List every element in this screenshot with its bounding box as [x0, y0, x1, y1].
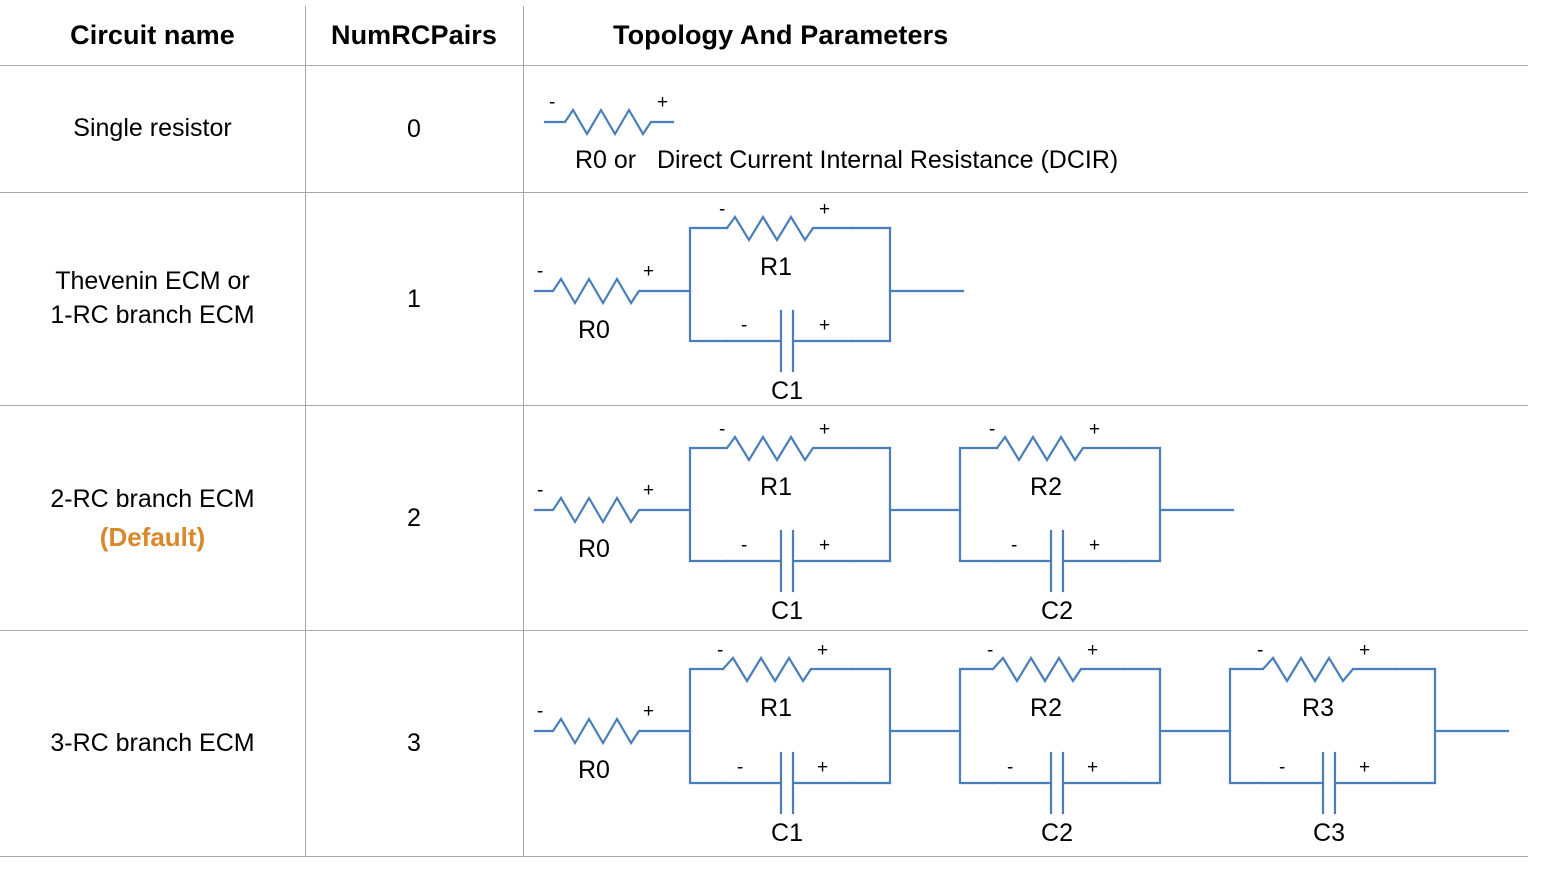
- row-0-num-rc-pairs: 0: [407, 114, 421, 143]
- column-divider-2: [523, 6, 524, 856]
- rc-branch-2: - + R2 - + C2: [958, 640, 1232, 847]
- row-3-circuit-diagram: - + R0 - + R1 - +: [533, 640, 1510, 847]
- label-r0: R0: [578, 316, 610, 344]
- header-label-circuit-name: Circuit name: [70, 20, 235, 50]
- label-c1: C1: [771, 819, 803, 847]
- rc-branch-2: - + R2 - + C2: [958, 419, 1235, 625]
- row-divider-1: [0, 192, 1528, 193]
- row-2-default-badge: (Default): [99, 522, 206, 553]
- row-1-num-rc-pairs: 1: [407, 284, 421, 313]
- resistor-r0-symbol: - +: [543, 92, 675, 137]
- header-bottom-rule: [0, 65, 1528, 66]
- label-r0: R0: [578, 535, 610, 563]
- column-divider-1: [305, 6, 306, 856]
- polarity-plus-r1: +: [819, 419, 830, 440]
- polarity-plus-r0: +: [643, 701, 654, 722]
- label-r1: R1: [760, 473, 792, 501]
- header-cell-topology: Topology And Parameters: [523, 6, 1528, 65]
- rc-branch-3: - + R3 - + C3: [1228, 640, 1510, 847]
- polarity-minus-r1: -: [717, 640, 723, 661]
- polarity-minus-r1: -: [719, 419, 725, 440]
- label-c2: C2: [1041, 597, 1073, 625]
- polarity-plus-r2: +: [1087, 640, 1098, 661]
- polarity-minus-r2: -: [989, 419, 995, 440]
- row-1-circuit-diagram: - + R0 - + R1: [533, 199, 965, 405]
- polarity-minus-c2: -: [1007, 757, 1013, 778]
- label-r1: R1: [760, 694, 792, 722]
- polarity-plus-c3: +: [1359, 757, 1370, 778]
- label-c2: C2: [1041, 819, 1073, 847]
- polarity-minus-r0: -: [549, 92, 555, 113]
- row-1-circuit-name-line2: 1-RC branch ECM: [50, 301, 255, 329]
- row-divider-3: [0, 630, 1528, 631]
- polarity-minus-r3: -: [1257, 640, 1263, 661]
- row-0-circuit-name: Single resistor: [73, 114, 232, 143]
- table-bottom-rule: [0, 856, 1528, 857]
- resistor-r0-symbol: - + R0: [533, 480, 692, 563]
- row-0-num-cell: 0: [305, 66, 523, 192]
- row-2-num-rc-pairs: 2: [407, 503, 421, 532]
- polarity-plus-r3: +: [1359, 640, 1370, 661]
- resistor-r0-symbol: - + R0: [533, 701, 692, 784]
- label-c1: C1: [771, 597, 803, 625]
- row-2-name-cell: 2-RC branch ECM (Default): [0, 406, 305, 630]
- row-1-name-cell: Thevenin ECM or 1-RC branch ECM: [0, 193, 305, 405]
- row-2-circuit-diagram: - + R0 - + R1 - +: [533, 419, 1235, 625]
- rc-branch-1: - + R1 - + C1: [688, 199, 965, 405]
- row-0-name-cell: Single resistor: [0, 66, 305, 192]
- header-label-topology: Topology And Parameters: [613, 20, 949, 50]
- label-r1: R1: [760, 253, 792, 281]
- polarity-minus-r0: -: [537, 480, 543, 501]
- polarity-plus-c1: +: [819, 535, 830, 556]
- polarity-plus-r1: +: [817, 640, 828, 661]
- polarity-minus-c2: -: [1011, 535, 1017, 556]
- row-0-caption: R0 or Direct Current Internal Resistance…: [575, 146, 1119, 174]
- header-cell-circuit-name: Circuit name: [0, 6, 305, 65]
- label-r3: R3: [1302, 694, 1334, 722]
- label-r2: R2: [1030, 473, 1062, 501]
- polarity-plus-r1: +: [819, 199, 830, 220]
- header-label-num-rc-pairs: NumRCPairs: [330, 20, 498, 50]
- label-c1: C1: [771, 377, 803, 405]
- polarity-plus-r0: +: [657, 92, 668, 113]
- row-0-topology-cell: - + R0 or Direct Current Internal Resist…: [523, 66, 1528, 192]
- label-r0: R0: [578, 756, 610, 784]
- row-1-circuit-name: Thevenin ECM or: [55, 267, 250, 296]
- polarity-plus-c1: +: [817, 757, 828, 778]
- polarity-minus-c1: -: [741, 535, 747, 556]
- row-1-topology-cell: - + R0 - + R1: [523, 193, 1528, 405]
- row-3-num-cell: 3: [305, 631, 523, 856]
- label-c3: C3: [1313, 819, 1345, 847]
- rc-branch-1: - + R1 - + C1: [688, 419, 962, 625]
- polarity-plus-r2: +: [1089, 419, 1100, 440]
- polarity-plus-c1: +: [819, 315, 830, 336]
- polarity-minus-r2: -: [987, 640, 993, 661]
- row-1-num-cell: 1: [305, 193, 523, 405]
- polarity-plus-r0: +: [643, 261, 654, 282]
- polarity-minus-r0: -: [537, 261, 543, 282]
- polarity-minus-c1: -: [737, 757, 743, 778]
- row-3-topology-cell: - + R0 - + R1 - +: [523, 631, 1528, 856]
- polarity-plus-r0: +: [643, 480, 654, 501]
- row-3-circuit-name: 3-RC branch ECM: [50, 728, 255, 757]
- polarity-minus-c3: -: [1279, 757, 1285, 778]
- polarity-minus-r1: -: [719, 199, 725, 220]
- row-2-topology-cell: - + R0 - + R1 - +: [523, 406, 1528, 630]
- polarity-minus-r0: -: [537, 701, 543, 722]
- polarity-minus-c1: -: [741, 315, 747, 336]
- row-divider-2: [0, 405, 1528, 406]
- row-3-name-cell: 3-RC branch ECM: [0, 631, 305, 856]
- row-3-num-rc-pairs: 3: [407, 729, 421, 757]
- row-0-circuit-diagram: - +: [543, 92, 675, 137]
- polarity-plus-c2: +: [1089, 535, 1100, 556]
- resistor-r0-symbol: - + R0: [533, 261, 692, 344]
- polarity-plus-c2: +: [1087, 757, 1098, 778]
- row-2-num-cell: 2: [305, 406, 523, 630]
- label-r2: R2: [1030, 694, 1062, 722]
- rc-branch-1: - + R1 - + C1: [688, 640, 962, 847]
- header-cell-num-rc-pairs: NumRCPairs: [305, 6, 523, 65]
- row-2-circuit-name: 2-RC branch ECM: [50, 484, 255, 513]
